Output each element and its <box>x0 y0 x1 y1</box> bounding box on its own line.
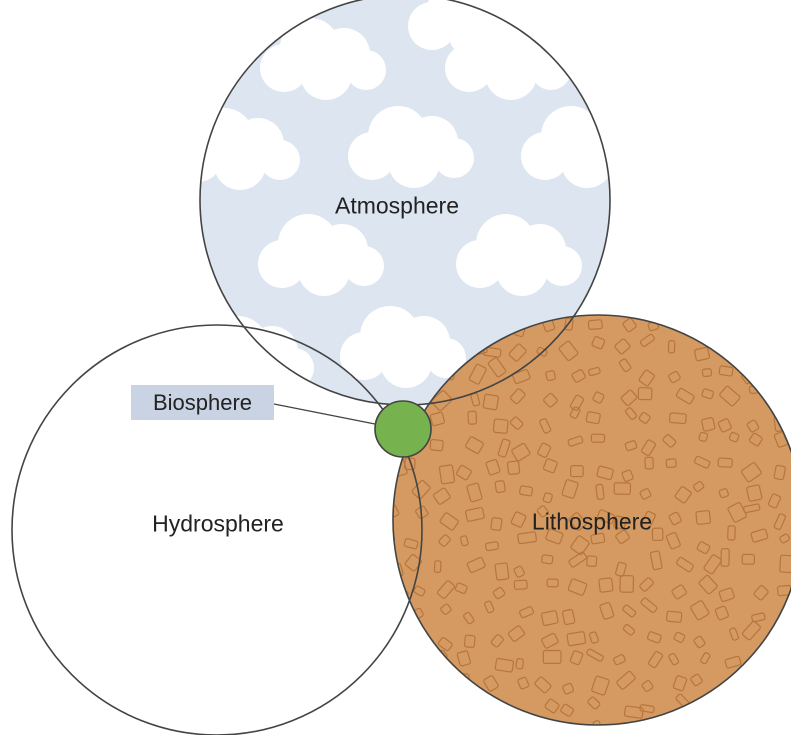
rock-fragment <box>775 341 791 356</box>
rock-fragment <box>715 696 734 715</box>
rock-fragment <box>773 649 784 659</box>
rock-fragment <box>780 612 791 628</box>
rock-fragment <box>410 635 424 649</box>
hydrosphere-label: Hydrosphere <box>152 511 284 538</box>
rock-fragment <box>403 646 424 668</box>
rock-fragment <box>438 703 448 714</box>
rock-fragment <box>407 726 421 735</box>
rock-fragment <box>767 710 778 724</box>
rock-fragment <box>483 708 494 721</box>
biosphere-label: Biosphere <box>153 390 252 415</box>
rock-fragment <box>409 686 421 699</box>
rock-fragment <box>775 681 784 691</box>
rock-fragment <box>512 711 525 723</box>
rock-fragment <box>750 313 766 329</box>
rock-fragment <box>780 322 791 342</box>
rock-fragment <box>382 600 397 616</box>
rock-fragment <box>696 708 711 722</box>
atmosphere-label: Atmosphere <box>335 193 459 220</box>
rock-fragment <box>461 703 473 715</box>
rock-fragment <box>701 728 712 735</box>
rock-fragment <box>435 717 446 733</box>
rock-fragment <box>743 337 754 347</box>
rock-fragment <box>747 705 763 720</box>
rock-fragment <box>485 722 496 735</box>
rock-fragment <box>416 702 432 719</box>
rock-fragment <box>383 702 397 711</box>
biosphere-circle <box>375 401 431 457</box>
rock-fragment <box>434 674 451 691</box>
rock-fragment <box>380 720 394 734</box>
rock-fragment <box>512 721 522 735</box>
rock-fragment <box>777 727 788 735</box>
rock-fragment <box>638 729 658 735</box>
rock-fragment <box>380 486 391 497</box>
rock-fragment <box>769 366 781 377</box>
rock-fragment <box>751 722 764 735</box>
rock-fragment <box>702 316 717 330</box>
rock-fragment <box>390 684 399 691</box>
rock-fragment <box>724 338 737 351</box>
rock-fragment <box>618 726 639 735</box>
rock-fragment <box>729 317 738 330</box>
rock-fragment <box>544 725 559 735</box>
rock-fragment <box>386 657 397 668</box>
lithosphere-label: Lithosphere <box>532 509 652 536</box>
rock-fragment <box>722 683 739 700</box>
biosphere-label-box: Biosphere <box>131 385 274 420</box>
rock-fragment <box>772 386 785 401</box>
rock-fragment <box>670 727 687 735</box>
rock-fragment <box>750 675 759 688</box>
biosphere-leader-line <box>274 404 380 425</box>
rock-fragment <box>663 311 679 328</box>
